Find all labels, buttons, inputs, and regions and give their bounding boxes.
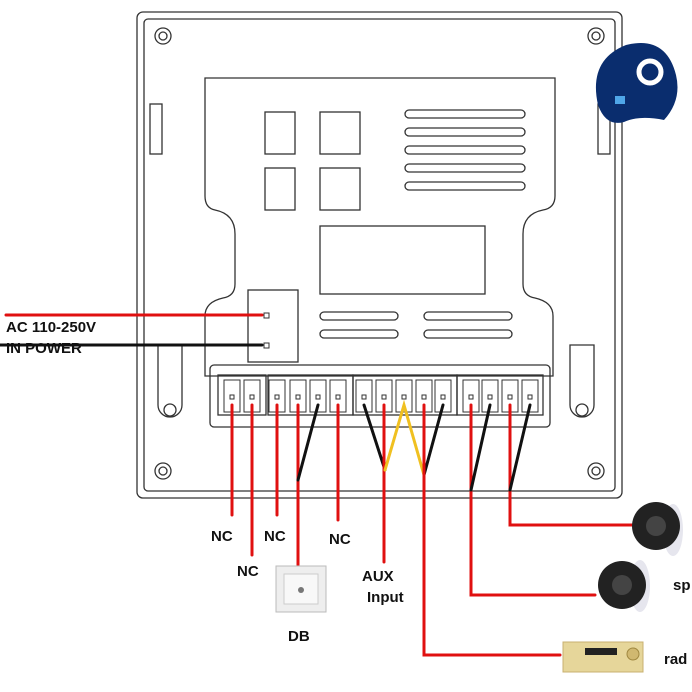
power-terminal-screw [263,312,270,319]
terminal-screw [421,394,427,400]
terminal-screw [440,394,446,400]
aux-label-line1: AUX [362,568,394,585]
speaker-icon [598,560,650,612]
doorbell-button-icon [275,565,327,613]
terminal-screw [274,394,280,400]
nc-label: NC [264,528,286,545]
doorbell-label: DB [288,628,310,645]
speaker-icon [632,502,683,556]
nc-label: NC [237,563,259,580]
terminal-screw [468,394,474,400]
terminal-screw [361,394,367,400]
terminal-screw [249,394,255,400]
wires [0,313,634,657]
aux-label-line2: Input [367,589,404,606]
terminal-screw [295,394,301,400]
logo-icon [595,43,678,123]
terminal-screw [229,394,235,400]
power-terminal-screw [263,342,270,349]
power-label-line2: IN POWER [6,340,82,357]
radio-receiver-icon [562,641,644,673]
nc-label: NC [329,531,351,548]
speaker-label: sp [673,577,691,594]
terminal-screw [381,394,387,400]
nc-label: NC [211,528,233,545]
terminal-block [223,312,539,413]
device-back-panel [136,11,623,499]
terminal-screw [507,394,513,400]
power-label-line1: AC 110-250V [6,319,97,336]
terminal-screw [527,394,533,400]
terminal-screw [335,394,341,400]
terminal-screw [401,394,407,400]
radio-label: rad [664,651,688,668]
terminal-screw [487,394,493,400]
terminal-screw [315,394,321,400]
